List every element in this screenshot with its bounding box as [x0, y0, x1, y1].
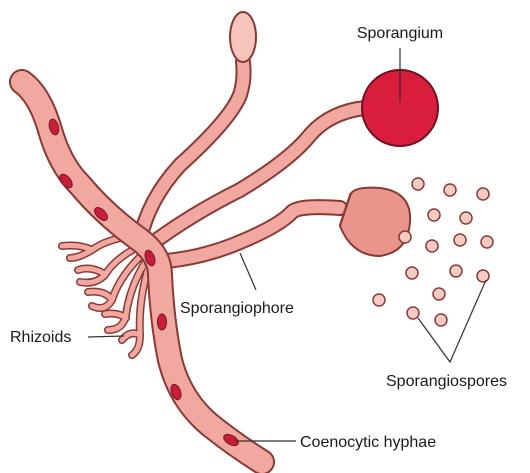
- spore: [407, 307, 419, 319]
- hyphae-structure: [22, 62, 365, 462]
- label-sporangiophore: Sporangiophore: [180, 300, 294, 317]
- label-rhizoids: Rhizoids: [10, 329, 71, 346]
- label-sporangiospores: Sporangiospores: [386, 373, 507, 390]
- nucleus: [158, 314, 167, 330]
- spore: [477, 270, 489, 282]
- spore: [406, 267, 418, 279]
- spore: [444, 184, 456, 196]
- spore: [477, 188, 489, 200]
- sporangiophore-leader: [240, 253, 256, 290]
- spore: [426, 240, 438, 252]
- spore: [481, 236, 493, 248]
- spore: [433, 288, 445, 300]
- spore: [373, 294, 385, 306]
- spore: [412, 178, 424, 190]
- spore: [435, 314, 447, 326]
- label-coenocytic-hyphae: Coenocytic hyphae: [300, 434, 436, 451]
- spore: [428, 209, 440, 221]
- spore: [399, 231, 411, 243]
- spore: [450, 265, 462, 277]
- label-sporangium: Sporangium: [357, 25, 443, 42]
- young-sporangium: [230, 12, 256, 62]
- opening-sporangium: [340, 188, 410, 256]
- rhizoids-leader: [88, 336, 124, 337]
- spore: [460, 212, 472, 224]
- sporangiospores-leader: [418, 280, 486, 362]
- spore: [454, 234, 466, 246]
